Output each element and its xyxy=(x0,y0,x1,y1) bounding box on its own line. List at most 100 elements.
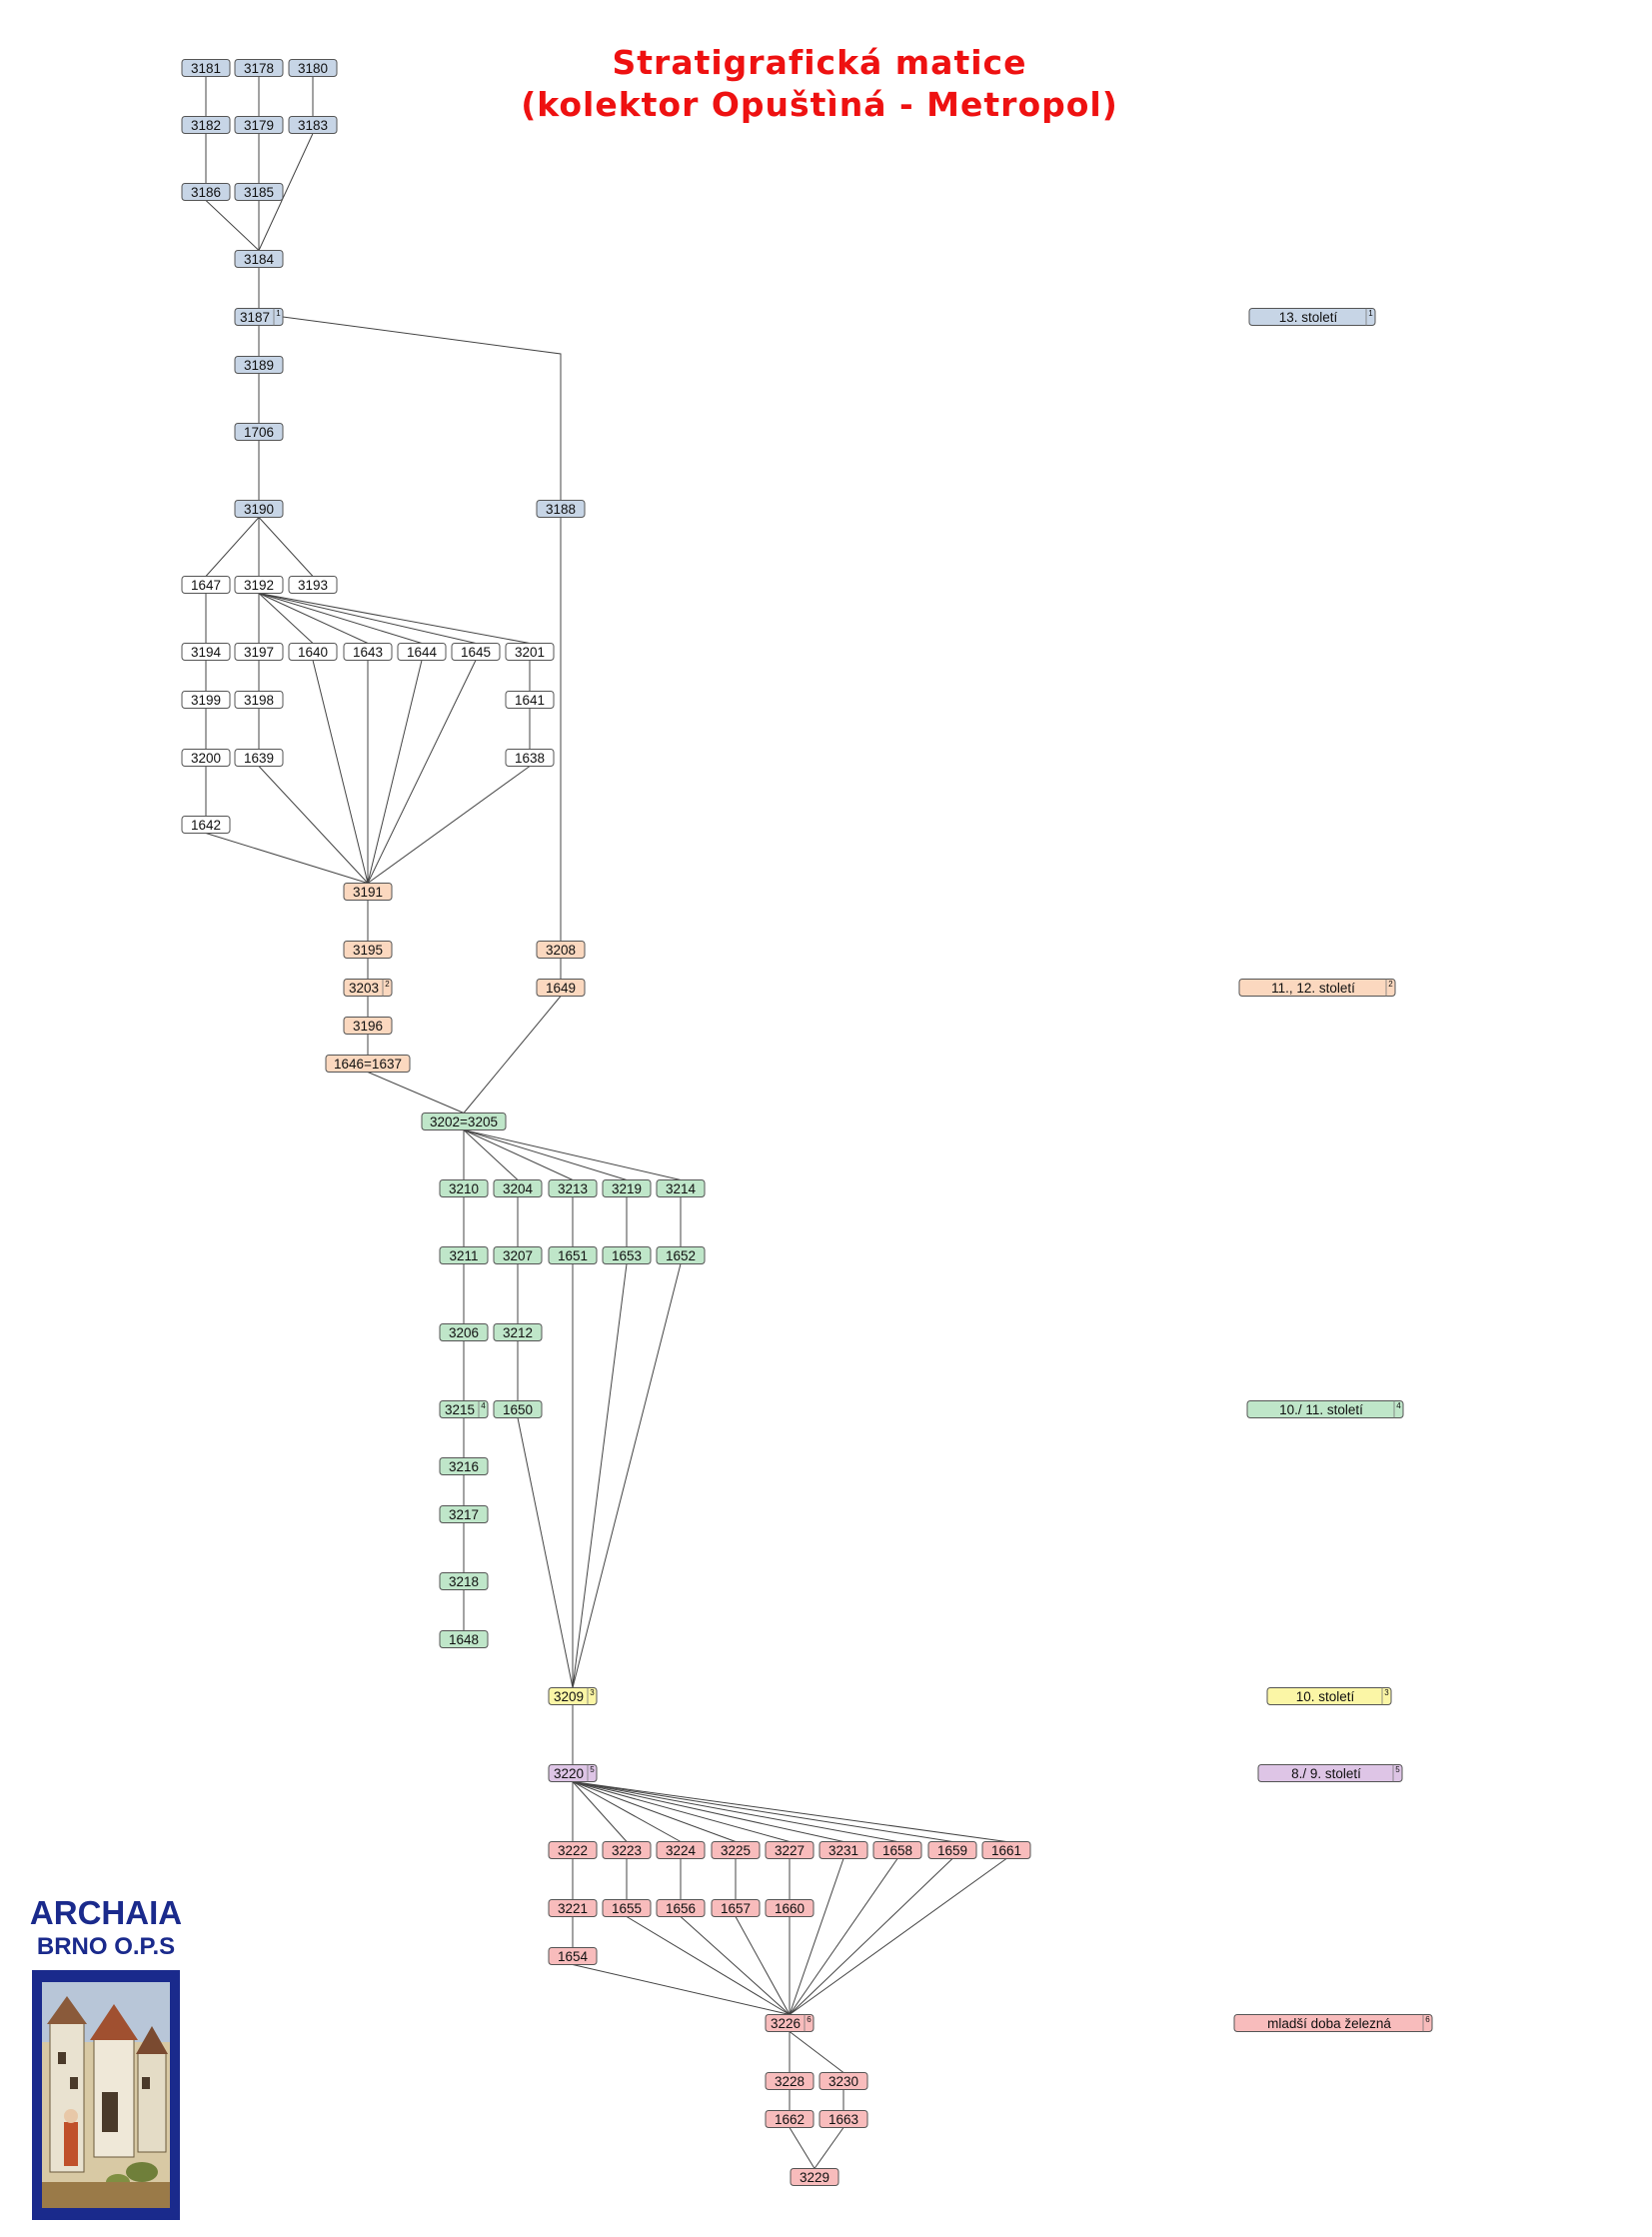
node-3188: 3188 xyxy=(536,500,586,518)
node-1654-label: 1654 xyxy=(558,1949,589,1964)
node-3193: 3193 xyxy=(288,576,338,594)
node-3189: 3189 xyxy=(234,356,284,374)
node-1657: 1657 xyxy=(711,1899,761,1917)
node-1643-label: 1643 xyxy=(353,645,383,660)
period-1-box xyxy=(1248,308,1376,326)
node-3179-label: 3179 xyxy=(244,118,274,133)
edge-1644-3191 xyxy=(367,660,423,884)
node-1641-label: 1641 xyxy=(515,693,545,708)
node-1661-label: 1661 xyxy=(991,1843,1021,1858)
node-3217-box xyxy=(439,1505,489,1523)
node-3230-box xyxy=(819,2072,868,2090)
node-3201: 3201 xyxy=(505,643,555,661)
node-3215-phase-number: 4 xyxy=(481,1401,486,1410)
node-3203-box xyxy=(343,979,393,997)
node-1648: 1648 xyxy=(439,1630,489,1648)
node-3227-box xyxy=(765,1841,815,1859)
node-3210: 3210 xyxy=(439,1179,489,1197)
node-3183-box xyxy=(288,116,338,134)
node-1643: 1643 xyxy=(343,643,393,661)
node-3225: 3225 xyxy=(711,1841,761,1859)
node-3199: 3199 xyxy=(181,691,231,709)
edge-3202-3205-3204 xyxy=(463,1129,519,1180)
node-3213: 3213 xyxy=(548,1179,598,1197)
node-3231-box xyxy=(819,1841,868,1859)
node-1706-label: 1706 xyxy=(244,425,274,440)
node-3220-box xyxy=(548,1764,598,1782)
node-3193-box xyxy=(288,576,338,594)
node-3218-label: 3218 xyxy=(449,1574,479,1589)
node-3208-box xyxy=(536,941,586,959)
node-1659: 1659 xyxy=(927,1841,977,1859)
edge-3192-3201 xyxy=(258,593,531,644)
edge-3183-3184 xyxy=(258,133,314,251)
node-3181-label: 3181 xyxy=(191,61,221,76)
node-3228: 3228 xyxy=(765,2072,815,2090)
node-1663-label: 1663 xyxy=(828,2112,858,2127)
node-1649-label: 1649 xyxy=(546,981,576,996)
node-1639: 1639 xyxy=(234,749,284,767)
node-1653-box xyxy=(602,1246,652,1264)
node-1646-1637-label: 1646=1637 xyxy=(334,1057,402,1072)
edge-3220-3231 xyxy=(572,1781,844,1842)
node-3197-box xyxy=(234,643,284,661)
edge-3220-1658 xyxy=(572,1781,898,1842)
node-1659-label: 1659 xyxy=(937,1843,967,1858)
node-1638: 1638 xyxy=(505,749,555,767)
edge-3226-3230 xyxy=(789,2031,844,2073)
node-3209-phase-number: 3 xyxy=(590,1688,595,1697)
node-1706-box xyxy=(234,423,284,441)
node-3220-label: 3220 xyxy=(554,1766,584,1781)
node-1656: 1656 xyxy=(656,1899,706,1917)
node-3181-box xyxy=(181,59,231,77)
node-3224-box xyxy=(656,1841,706,1859)
node-3188-label: 3188 xyxy=(546,502,576,517)
node-1653: 1653 xyxy=(602,1246,652,1264)
node-3180-box xyxy=(288,59,338,77)
node-1644-box xyxy=(397,643,447,661)
node-3184-label: 3184 xyxy=(244,252,275,267)
node-1655: 1655 xyxy=(602,1899,652,1917)
node-3208: 3208 xyxy=(536,941,586,959)
node-3216-label: 3216 xyxy=(449,1459,479,1474)
node-1649: 1649 xyxy=(536,979,586,997)
node-3223-box xyxy=(602,1841,652,1859)
node-1660-box xyxy=(765,1899,815,1917)
period-3-phase-number: 4 xyxy=(1396,1401,1401,1410)
node-3227: 3227 xyxy=(765,1841,815,1859)
node-1640-box xyxy=(288,643,338,661)
node-3218-box xyxy=(439,1572,489,1590)
node-3188-box xyxy=(536,500,586,518)
node-3217: 3217 xyxy=(439,1505,489,1523)
node-1640-label: 1640 xyxy=(298,645,328,660)
node-3196-box xyxy=(343,1017,393,1035)
edge-1662-3229 xyxy=(789,2127,816,2169)
edge-1659-3226 xyxy=(789,1858,953,2015)
period-5-phase-number: 5 xyxy=(1395,1765,1400,1774)
node-3200-label: 3200 xyxy=(191,751,221,766)
node-3207-box xyxy=(493,1246,543,1264)
logo-picture xyxy=(32,1970,180,2220)
node-1642: 1642 xyxy=(181,816,231,834)
edge-3186-3184 xyxy=(205,200,260,251)
node-3191: 3191 xyxy=(343,883,393,901)
node-3186-box xyxy=(181,183,231,201)
edge-3192-1640 xyxy=(258,593,314,644)
node-3190-label: 3190 xyxy=(244,502,274,517)
node-3206: 3206 xyxy=(439,1323,489,1341)
node-3197-label: 3197 xyxy=(244,645,274,660)
period-2-phase-number: 2 xyxy=(1388,980,1393,989)
period-5-label: 8./ 9. století xyxy=(1291,1766,1361,1781)
period-4-phase-number: 3 xyxy=(1384,1688,1389,1697)
node-3212-box xyxy=(493,1323,543,1341)
node-1657-box xyxy=(711,1899,761,1917)
node-3216-box xyxy=(439,1457,489,1475)
node-3199-box xyxy=(181,691,231,709)
period-4-label: 10. století xyxy=(1296,1689,1355,1704)
node-3215-label: 3215 xyxy=(445,1402,475,1417)
edge-1656-3226 xyxy=(680,1916,791,2015)
edge-3202-3205-3213 xyxy=(463,1129,574,1180)
